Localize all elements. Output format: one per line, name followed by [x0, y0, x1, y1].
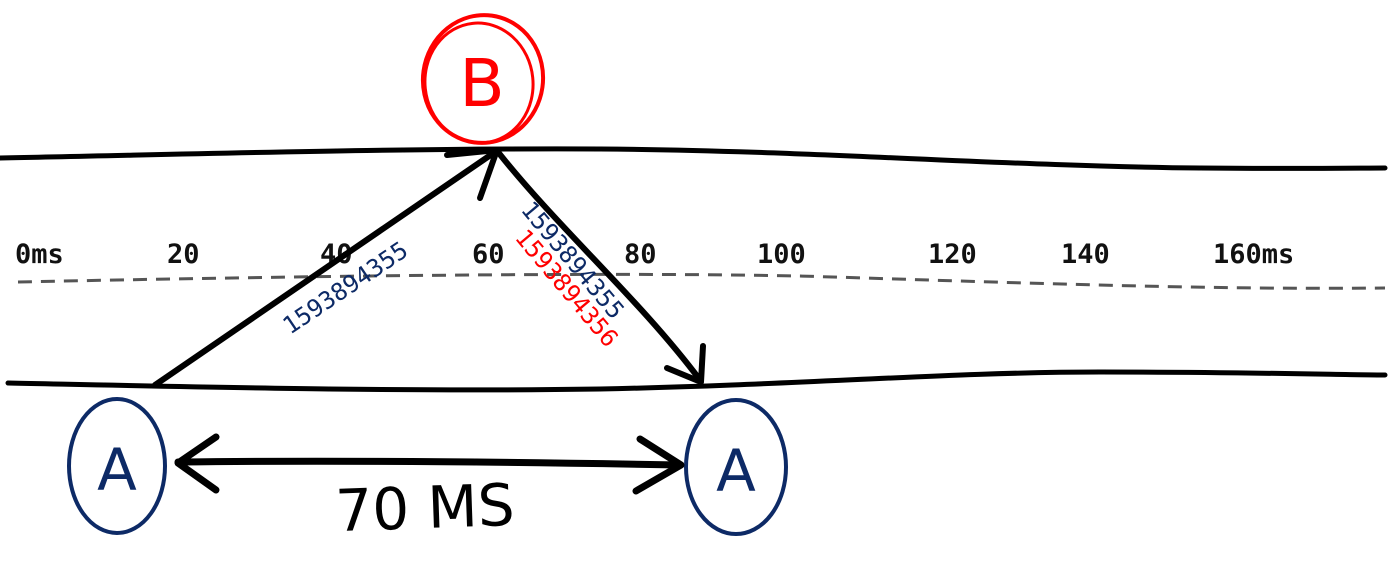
round-trip-arrow: [174, 433, 685, 495]
node-a-end: A: [684, 398, 788, 536]
tick-60: 60: [472, 239, 505, 270]
arrowhead-icon: [632, 435, 685, 495]
tick-140: 140: [1061, 239, 1110, 270]
tick-120: 120: [928, 239, 977, 270]
node-b-label: B: [459, 45, 504, 122]
round-trip-label: 70 MS: [334, 471, 515, 545]
return-message-arrow: [495, 149, 706, 385]
node-b-timeline: [0, 146, 1388, 171]
tick-160ms: 160ms: [1213, 239, 1294, 270]
time-ticks: 0ms 20 40 60 80 100 120 140 160ms: [15, 239, 1294, 270]
node-a-start: A: [67, 397, 167, 535]
node-b: B: [420, 13, 546, 145]
time-axis: [17, 272, 1386, 290]
arrowhead-icon: [174, 433, 220, 494]
tick-80: 80: [624, 239, 657, 270]
tick-0ms: 0ms: [15, 239, 64, 270]
tick-20: 20: [167, 239, 200, 270]
arrowhead-icon: [664, 343, 706, 385]
tick-100: 100: [757, 239, 806, 270]
outbound-message-arrow: [152, 147, 500, 388]
node-a-start-label: A: [97, 436, 137, 504]
node-a-timeline: [5, 369, 1388, 393]
node-a-end-label: A: [716, 437, 756, 505]
